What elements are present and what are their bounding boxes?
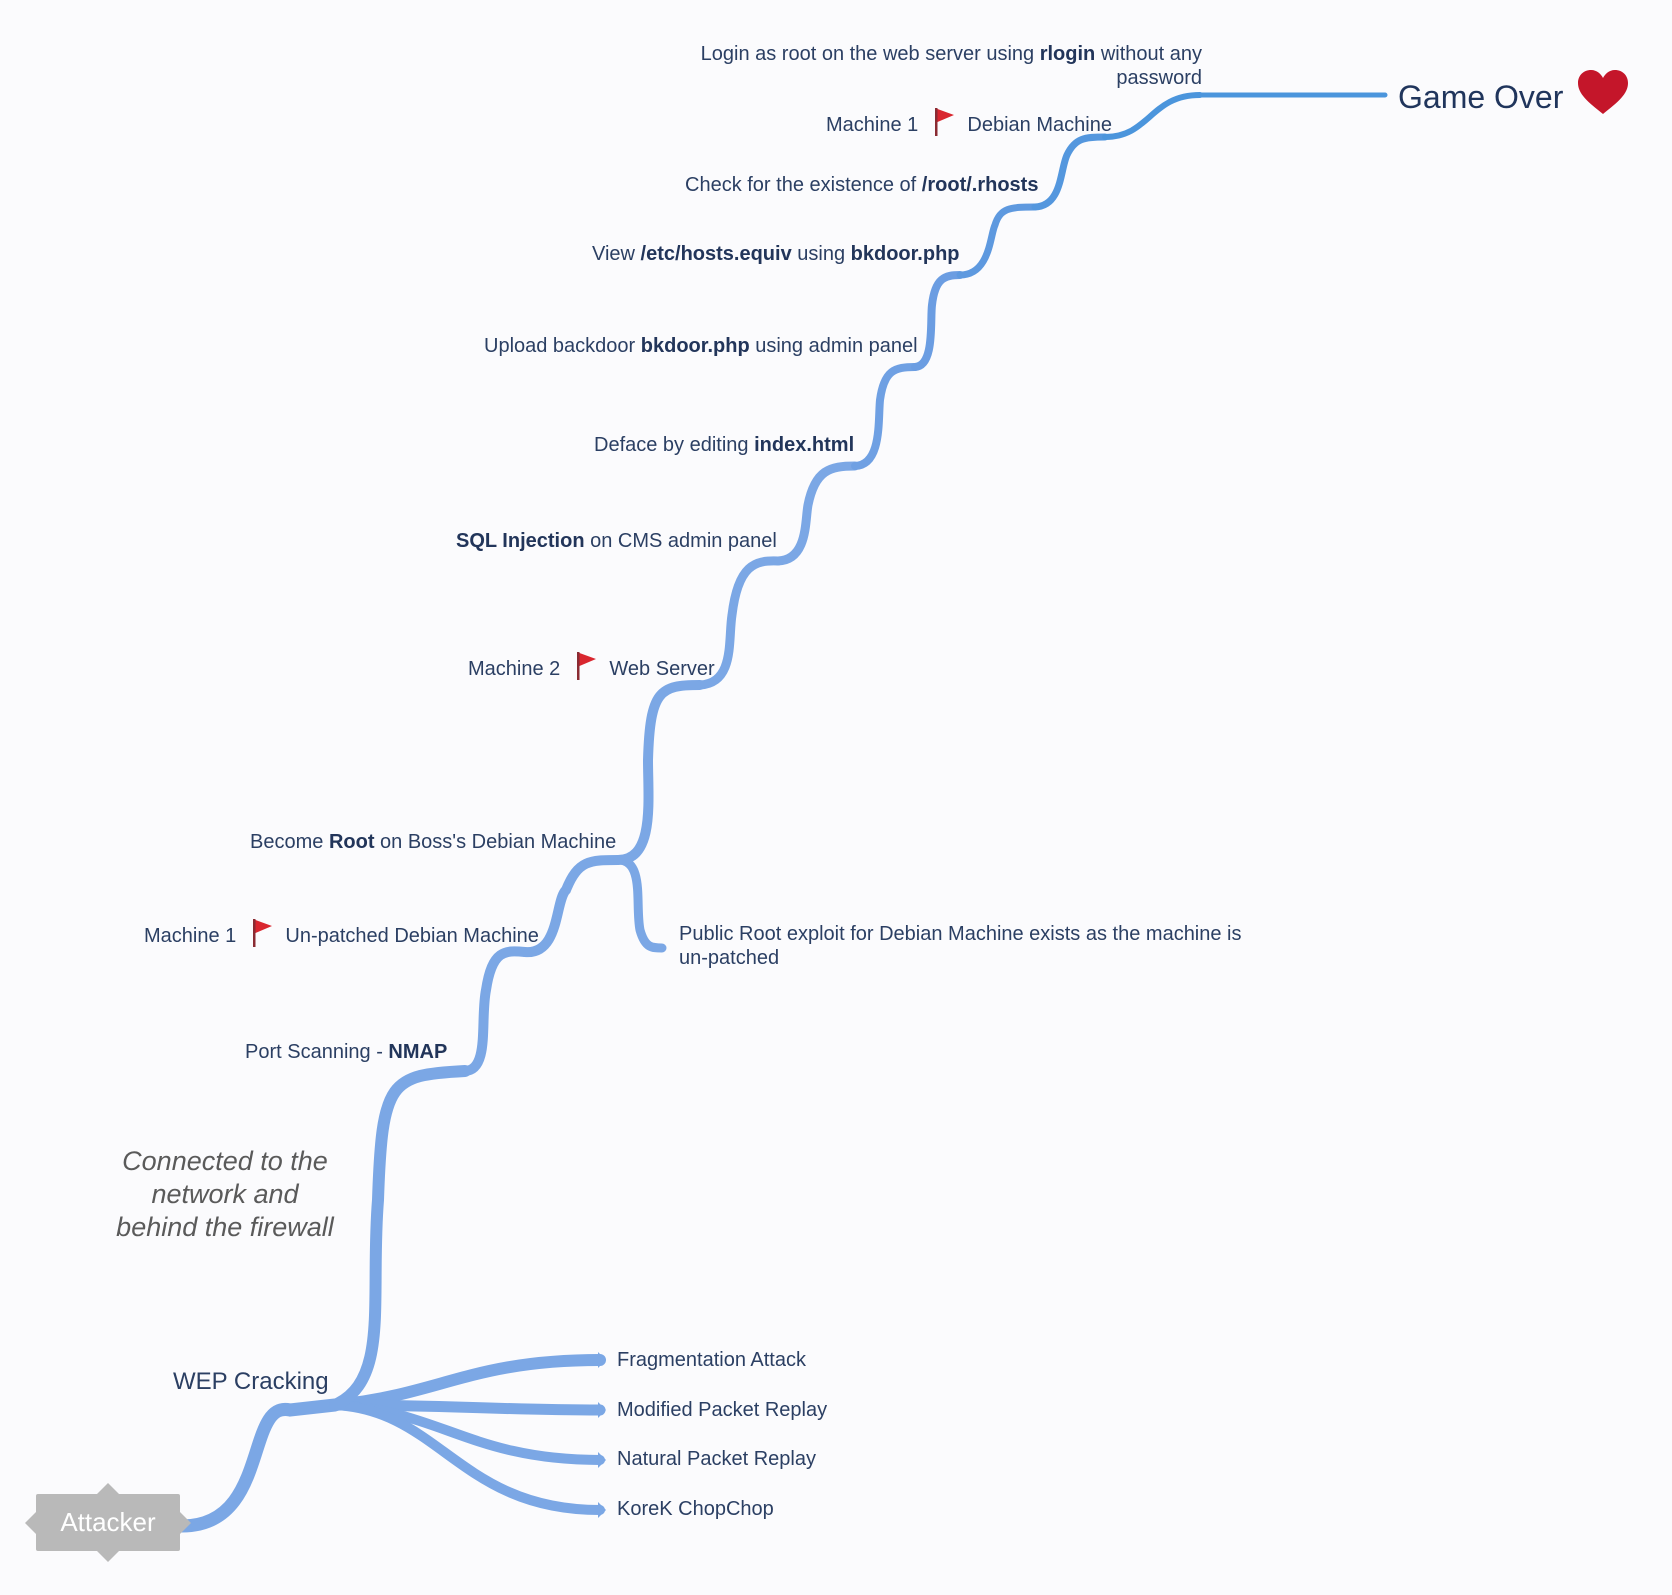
machine-label: Machine 1 <box>826 114 919 136</box>
attacker-node: Attacker <box>36 1494 180 1551</box>
machine1-unpatched-node: Machine 1 Un-patched Debian Machine <box>144 918 539 948</box>
connector-wep-portscan <box>329 1065 471 1411</box>
view-hosts-equiv-node: View /etc/hosts.equiv using bkdoor.php <box>592 243 960 265</box>
game-over-label: Game Over <box>1398 79 1564 115</box>
connector-root-machine2 <box>613 680 705 865</box>
connector-root-exploit <box>613 855 667 953</box>
wep-method-natural-replay: Natural Packet Replay <box>617 1448 816 1470</box>
connector-wep-korek <box>330 1400 605 1515</box>
machine-desc: Web Server <box>609 658 715 680</box>
connector-upload-view <box>911 271 964 371</box>
branch-arrow-icon <box>598 1402 606 1418</box>
port-scanning-node: Port Scanning - NMAP <box>245 1041 448 1063</box>
machine-label: Machine 1 <box>144 925 237 947</box>
deface-node: Deface by editing index.html <box>594 434 855 456</box>
branch-arrow-icon <box>598 1502 606 1518</box>
machine1-debian-node: Machine 1 Debian Machine <box>826 107 1112 137</box>
machine2-web-server-node: Machine 2 Web Server <box>468 651 715 681</box>
flag-icon <box>576 652 596 680</box>
network-note: Connected to the network and behind the … <box>116 1146 334 1242</box>
upload-backdoor-node: Upload backdoor bkdoor.php using admin p… <box>484 335 918 357</box>
branch-arrow-icons <box>598 1352 606 1518</box>
flag-icon <box>252 919 272 947</box>
connector-view-check <box>956 203 1039 279</box>
wep-method-korek: KoreK ChopChop <box>617 1498 774 1520</box>
branch-arrow-icon <box>598 1452 606 1468</box>
connector-machine2-sqli <box>695 556 783 690</box>
machine-label: Machine 2 <box>468 658 561 680</box>
check-rhosts-node: Check for the existence of /root/.rhosts <box>685 174 1039 196</box>
attacker-nub-bottom <box>97 1551 119 1573</box>
wep-method-modified-replay: Modified Packet Replay <box>617 1399 828 1421</box>
flag-icon <box>934 108 954 136</box>
wep-cracking-node: WEP Cracking <box>173 1368 329 1395</box>
branch-arrow-icon <box>598 1352 606 1368</box>
machine-desc: Un-patched Debian Machine <box>285 925 539 947</box>
sql-injection-node: SQL Injection on CMS admin panel <box>456 530 777 552</box>
machine-desc: Debian Machine <box>967 114 1112 136</box>
attacker-nub-top <box>97 1472 119 1494</box>
connector-wep-fragmentation <box>329 1354 606 1411</box>
become-root-node: Become Root on Boss's Debian Machine <box>250 831 617 853</box>
attacker-label: Attacker <box>60 1507 156 1537</box>
public-exploit-node: Public Root exploit for Debian Machine e… <box>679 923 1242 969</box>
attacker-nub-right <box>180 1512 202 1534</box>
connector-check-machine1 <box>1031 133 1109 211</box>
connector-machine1-root <box>520 855 623 957</box>
connector-machine1-login <box>1102 92 1203 140</box>
wep-method-fragmentation: Fragmentation Attack <box>617 1349 806 1371</box>
connector-portscan-machine1 <box>460 946 530 1076</box>
connector-attacker-wep <box>175 1398 342 1533</box>
login-node: Login as root on the web server using rl… <box>700 43 1202 89</box>
attacker-nub-left <box>14 1512 36 1534</box>
connector-deface-upload <box>851 363 919 470</box>
heart-icon <box>1578 70 1628 114</box>
connector-sqli-deface <box>773 461 860 566</box>
